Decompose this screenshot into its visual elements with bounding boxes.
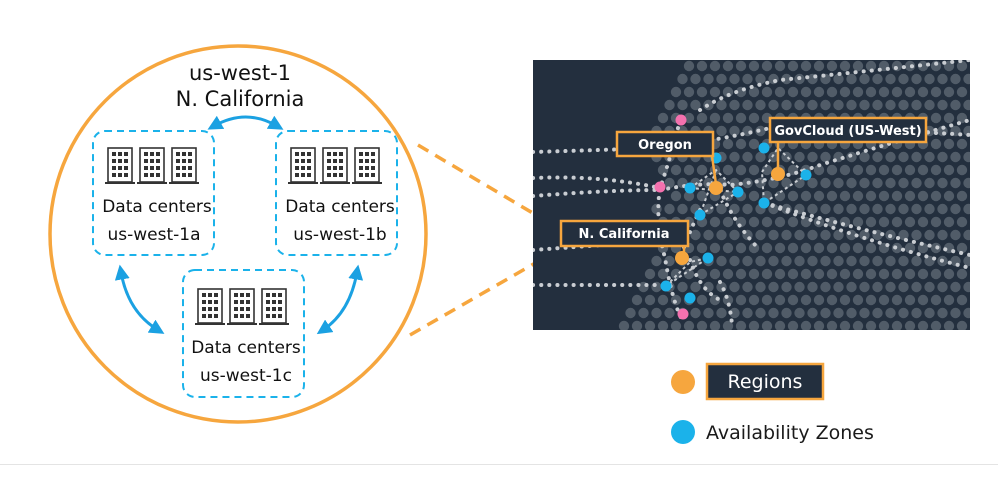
- az-node: [800, 169, 812, 181]
- legend-region-box: [705, 362, 825, 401]
- arrow-1a-1c: [114, 264, 165, 334]
- building-icon-group: [105, 147, 200, 185]
- region-node-govcloud: [771, 167, 785, 181]
- svg-text:GovCloud (US-West): GovCloud (US-West): [774, 124, 921, 139]
- az-code-label: us-west-1b: [293, 225, 386, 245]
- pink-node: [654, 181, 666, 193]
- legend-az-label: Availability Zones: [706, 422, 874, 444]
- region-map: Oregon GovCloud (US-West) N. California: [533, 60, 970, 330]
- pink-node: [677, 308, 689, 320]
- legend-region-label: Regions: [728, 371, 803, 393]
- map-label-ncalifornia: N. California: [559, 219, 690, 248]
- legend-region-swatch: [671, 370, 695, 394]
- az-node: [702, 252, 714, 264]
- bottom-divider: [0, 464, 998, 465]
- az-node: [732, 186, 744, 198]
- az-code-label: us-west-1c: [200, 366, 292, 386]
- az-box-1b: Data centers us-west-1b: [275, 130, 398, 256]
- az-code-label: us-west-1a: [107, 225, 200, 245]
- az-node: [660, 280, 672, 292]
- az-box-1c: Data centers us-west-1c: [182, 269, 305, 398]
- zoom-line-top: [417, 143, 559, 230]
- arrow-1a-1b: [207, 115, 284, 130]
- legend: Regions Availability Zones: [671, 362, 874, 444]
- pink-node: [675, 114, 687, 126]
- region-code: us-west-1: [189, 61, 291, 85]
- az-node: [684, 292, 696, 304]
- data-centers-label: Data centers: [191, 338, 301, 358]
- arrow-1b-1c: [316, 264, 364, 335]
- legend-az-swatch: [671, 420, 695, 444]
- region-node-oregon: [709, 181, 723, 195]
- az-node: [684, 182, 696, 194]
- az-node: [758, 197, 770, 209]
- region-node-ncalifornia: [675, 251, 689, 265]
- az-node: [694, 209, 706, 221]
- data-centers-label: Data centers: [102, 197, 212, 217]
- svg-text:N. California: N. California: [578, 227, 669, 242]
- az-box-1a: Data centers us-west-1a: [92, 130, 215, 256]
- az-node: [758, 142, 770, 154]
- map-label-oregon: Oregon: [615, 130, 715, 158]
- svg-text:Oregon: Oregon: [638, 138, 692, 153]
- data-centers-label: Data centers: [285, 197, 395, 217]
- map-label-govcloud: GovCloud (US-West): [768, 116, 928, 144]
- region-name: N. California: [176, 87, 305, 111]
